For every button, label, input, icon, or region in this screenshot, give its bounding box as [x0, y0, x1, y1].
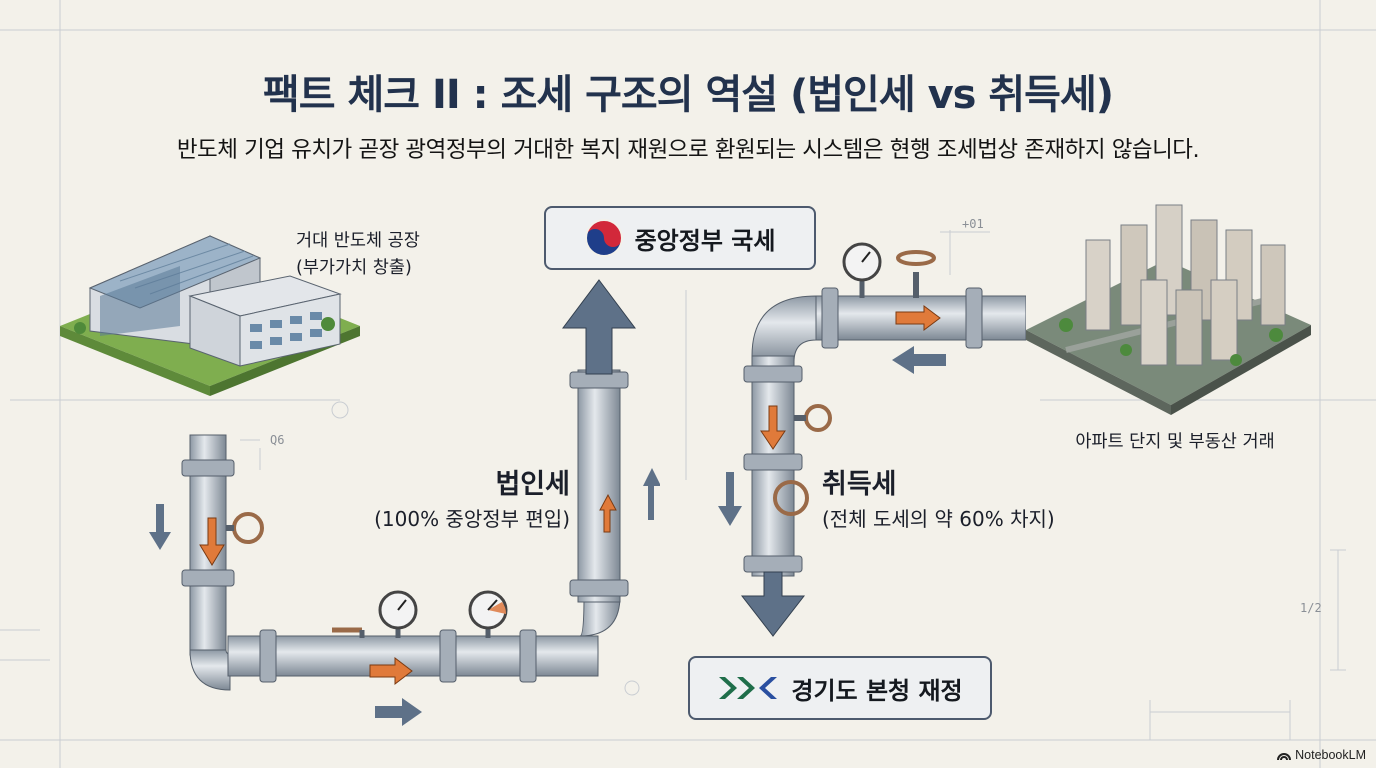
notebooklm-logo-icon — [1277, 753, 1292, 761]
gyeonggi-treasury-box: 경기도 본청 재정 — [688, 656, 992, 720]
page-title: 팩트 체크 II : 조세 구조의 역설 (법인세 vs 취득세) — [262, 72, 1114, 118]
acquisition-tax-pipeline — [718, 242, 1026, 637]
corporate-tax-detail: (100% 중앙정부 편입) — [374, 507, 570, 531]
factory-illustration — [60, 235, 360, 396]
acquisition-tax-label: 취득세 (전체 도세의 약 60% 차지) — [822, 462, 1055, 532]
dimension-mark: Q6 — [270, 433, 284, 447]
taegeuk-emblem-icon — [584, 219, 623, 257]
watermark-text: NotebookLM — [1295, 748, 1366, 762]
apartment-label: 아파트 단지 및 부동산 거래 — [1075, 432, 1275, 452]
apartment-complex-illustration — [1026, 204, 1311, 415]
corporate-tax-name: 법인세 — [495, 469, 570, 500]
factory-label-line2: (부가가치 창출) — [296, 258, 412, 278]
factory-label: 거대 반도체 공장 (부가가치 창출) — [296, 228, 420, 282]
acquisition-tax-name: 취득세 — [822, 469, 897, 500]
dimension-mark: 1/2 — [1300, 601, 1322, 615]
gyeonggi-logo-icon — [719, 677, 778, 699]
corporate-tax-pipeline — [149, 279, 660, 726]
dimension-mark: +01 — [962, 217, 984, 231]
central-government-label: 중앙정부 국세 — [634, 226, 776, 255]
corporate-tax-label: 법인세 (100% 중앙정부 편입) — [330, 462, 570, 532]
gyeonggi-treasury-label: 경기도 본청 재정 — [791, 676, 963, 705]
page-subtitle: 반도체 기업 유치가 곧장 광역정부의 거대한 복지 재원으로 환원되는 시스템… — [176, 137, 1200, 163]
central-government-box: 중앙정부 국세 — [544, 206, 816, 270]
factory-label-line1: 거대 반도체 공장 — [296, 231, 420, 251]
notebooklm-watermark: NotebookLM — [1277, 748, 1366, 762]
acquisition-tax-detail: (전체 도세의 약 60% 차지) — [822, 507, 1055, 531]
